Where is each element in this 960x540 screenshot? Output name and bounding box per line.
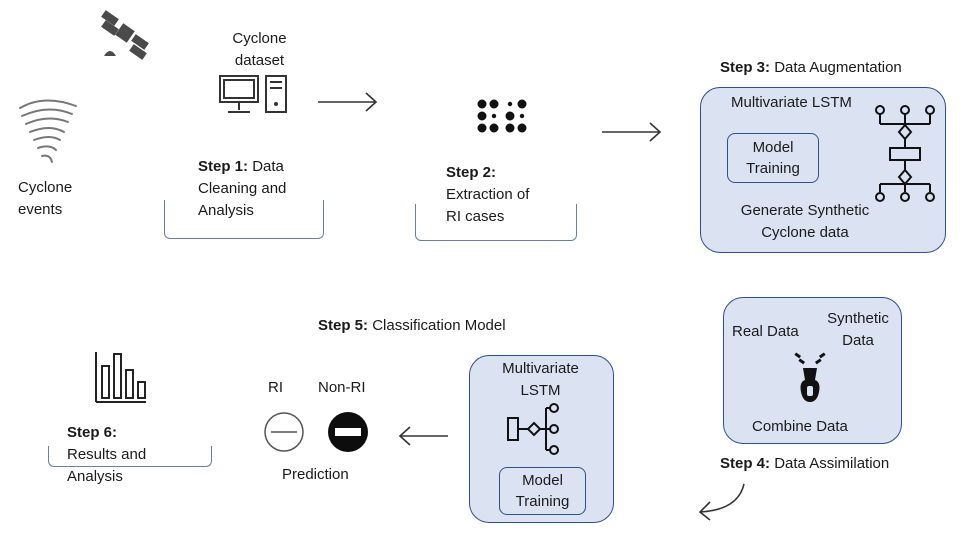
step6-bracket bbox=[48, 446, 212, 467]
lstm-network-icon bbox=[875, 105, 935, 202]
step4-real: Real Data bbox=[732, 323, 799, 340]
step4-title: Data Assimilation bbox=[774, 455, 890, 472]
step3-training-line1: Model bbox=[752, 139, 794, 156]
step1-title-line2: Cleaning and bbox=[198, 180, 287, 197]
source-label-line1: Cyclone bbox=[18, 179, 73, 196]
step5-prefix: Step 5: bbox=[318, 317, 369, 334]
class-ri-label: RI bbox=[268, 379, 283, 396]
step5-model-line1: Multivariate bbox=[502, 360, 579, 377]
lstm-network-icon bbox=[507, 403, 559, 455]
step5-model-line2: LSTM bbox=[520, 382, 561, 399]
step3-generate-line1: Generate Synthetic bbox=[740, 202, 870, 219]
step2-title-line2: RI cases bbox=[446, 208, 505, 225]
step1-prefix: Step 1: bbox=[198, 158, 249, 175]
step3-generate-line2: Cyclone data bbox=[761, 224, 849, 241]
step3-training-box: Model Training bbox=[727, 133, 819, 183]
step2-prefix: Step 2: bbox=[446, 164, 497, 181]
arrow-icon bbox=[398, 426, 448, 446]
step6-prefix: Step 6: bbox=[67, 424, 118, 441]
satellite-icon bbox=[101, 10, 149, 60]
dataset-label-line1: Cyclone bbox=[232, 30, 287, 47]
step4-synthetic-line1: Synthetic bbox=[827, 310, 889, 327]
class-nonri-label: Non-RI bbox=[318, 379, 366, 396]
arrow-icon bbox=[318, 92, 378, 112]
step5-training-box: Model Training bbox=[499, 467, 586, 515]
step3-model: Multivariate LSTM bbox=[731, 94, 852, 111]
step2-bracket bbox=[415, 204, 577, 241]
step1-title-line3: Analysis bbox=[198, 202, 254, 219]
data-points-icon bbox=[477, 99, 527, 133]
cyclone-icon bbox=[19, 99, 77, 163]
step6-title-line2: Analysis bbox=[67, 468, 123, 485]
step3-prefix: Step 3: bbox=[720, 59, 771, 76]
arrow-icon bbox=[698, 483, 745, 521]
step5-title: Classification Model bbox=[372, 317, 506, 334]
step4-prefix: Step 4: bbox=[720, 455, 771, 472]
step5-training-line1: Model bbox=[522, 472, 563, 489]
source-label-line2: events bbox=[18, 201, 63, 218]
step3-training-line2: Training bbox=[746, 160, 800, 177]
step3-title: Data Augmentation bbox=[774, 59, 902, 76]
step6-title-line1: Results and bbox=[67, 446, 147, 463]
non-ri-circle-icon bbox=[328, 412, 368, 452]
step4-synthetic-line2: Data bbox=[842, 332, 874, 349]
ri-circle-icon bbox=[264, 412, 304, 452]
zipper-icon bbox=[794, 352, 826, 402]
dataset-label-line2: dataset bbox=[234, 52, 285, 69]
prediction-label: Prediction bbox=[282, 466, 349, 483]
arrow-icon bbox=[602, 122, 662, 142]
step1-bracket bbox=[164, 200, 324, 239]
computer-icon bbox=[219, 75, 287, 113]
bar-chart-icon bbox=[95, 352, 146, 403]
step2-title-line1: Extraction of bbox=[446, 186, 530, 203]
step1-title-line1: Data bbox=[252, 158, 284, 175]
step4-combine: Combine Data bbox=[752, 418, 848, 435]
step5-training-line2: Training bbox=[515, 493, 570, 510]
